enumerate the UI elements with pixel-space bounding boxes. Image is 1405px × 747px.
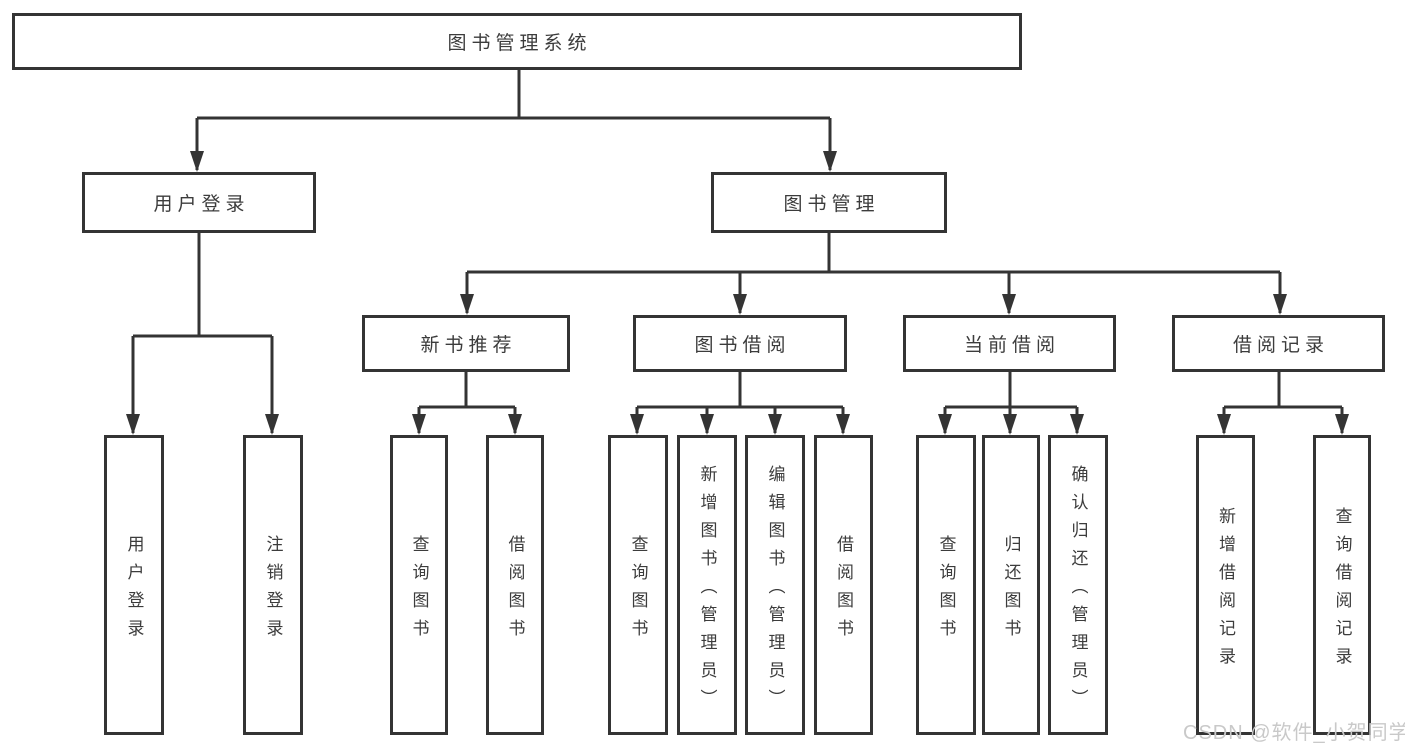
node-book-management: 图书管理 [711,172,947,233]
node-label: 新增借阅记录 [1216,506,1235,675]
node-user-login: 用户登录 [82,172,316,233]
node-borrow-records: 借阅记录 [1172,315,1385,372]
node-label: 图书管理 [783,194,880,215]
leaf-borrow-books-recommend: 借阅图书 [486,435,544,735]
node-label: 新书推荐 [420,335,517,356]
leaf-query-books-current: 查询图书 [916,435,976,735]
leaf-query-borrow-record: 查询借阅记录 [1313,435,1371,735]
leaf-add-books-admin: 新增图书（管理员） [677,435,737,735]
leaf-query-books-recommend: 查询图书 [390,435,448,735]
node-label: 用户登录 [153,194,250,215]
node-label: 查询图书 [409,534,429,647]
leaf-confirm-return-admin: 确认归还（管理员） [1048,435,1108,735]
leaf-add-borrow-record: 新增借阅记录 [1196,435,1255,735]
node-label: 确认归还（管理员） [1068,464,1088,717]
leaf-edit-books-admin: 编辑图书（管理员） [745,435,805,735]
node-label: 借阅图书 [505,534,525,647]
node-label: 查询图书 [936,534,956,647]
node-label: 借阅图书 [834,534,853,647]
leaf-borrow-books: 借阅图书 [814,435,873,735]
leaf-query-books-borrow: 查询图书 [608,435,668,735]
node-label: 查询图书 [628,534,648,647]
node-label: 图书借阅 [694,335,791,356]
csdn-watermark: CSDN @软件_小贺同学 [1183,722,1405,744]
node-new-book-recommend: 新书推荐 [362,315,570,372]
node-current-borrow: 当前借阅 [903,315,1116,372]
node-label: 注销登录 [263,534,283,647]
node-label: 用户登录 [124,534,144,647]
node-label: 借阅记录 [1232,335,1329,356]
leaf-user-login: 用户登录 [104,435,164,735]
leaf-return-books: 归还图书 [982,435,1040,735]
node-book-borrow: 图书借阅 [633,315,847,372]
node-label: 归还图书 [1001,534,1021,647]
node-label: 当前借阅 [963,335,1060,356]
node-label: 图书管理系统 [447,33,592,54]
node-label: 新增图书（管理员） [697,464,717,717]
node-label: 查询借阅记录 [1332,506,1352,675]
leaf-logout: 注销登录 [243,435,303,735]
node-library-system: 图书管理系统 [12,13,1022,70]
node-label: 编辑图书（管理员） [765,464,785,717]
